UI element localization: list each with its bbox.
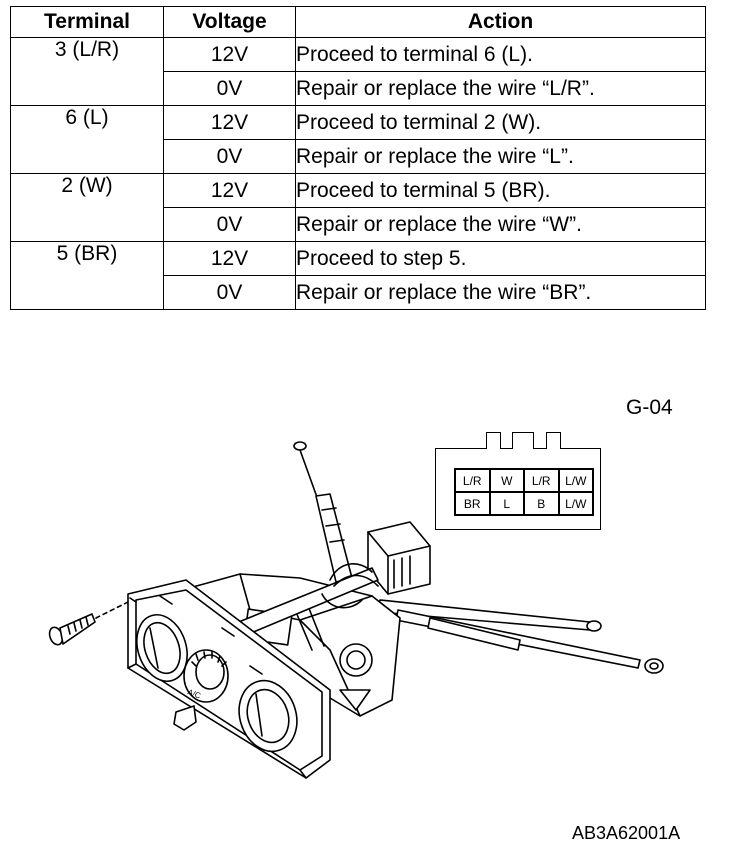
connector-pin: L/R bbox=[455, 469, 490, 492]
figure-code: G-04 bbox=[626, 396, 673, 419]
connector-pin-grid: L/R W L/R L/W BR L B L/W bbox=[454, 468, 594, 516]
diagnosis-table: Terminal Voltage Action 3 (L/R) 12V Proc… bbox=[10, 6, 706, 310]
action-cell: Repair or replace the wire “L”. bbox=[295, 139, 706, 174]
connector-pin: B bbox=[524, 492, 559, 515]
voltage-cell: 0V bbox=[163, 275, 296, 310]
table-row: 2 (W) 12V Proceed to terminal 5 (BR). bbox=[10, 173, 706, 242]
table-row: 5 (BR) 12V Proceed to step 5. bbox=[10, 241, 706, 310]
voltage-cell: 12V bbox=[163, 105, 296, 140]
header-terminal: Terminal bbox=[10, 6, 164, 38]
terminal-cell: 6 (L) bbox=[10, 105, 164, 174]
connector-tab bbox=[546, 432, 561, 449]
action-cell: Repair or replace the wire “BR”. bbox=[295, 275, 706, 310]
table-row: 0V Repair or replace the wire “L”. bbox=[11, 139, 706, 174]
fan-dial-icon bbox=[136, 614, 188, 682]
terminal-cell: 5 (BR) bbox=[10, 241, 164, 310]
action-cell: Proceed to step 5. bbox=[295, 241, 706, 276]
figure-id: AB3A62001A bbox=[572, 823, 681, 843]
connector-pin: L/R bbox=[524, 469, 559, 492]
action-cell: Proceed to terminal 2 (W). bbox=[295, 105, 706, 140]
control-cable-top bbox=[293, 441, 353, 583]
terminal-cell: 3 (L/R) bbox=[10, 37, 164, 106]
harness-connector bbox=[367, 521, 431, 595]
action-cell: Proceed to terminal 6 (L). bbox=[295, 37, 706, 72]
connector-pin: W bbox=[489, 469, 524, 492]
ac-label: A/C bbox=[186, 687, 202, 700]
voltage-cell: 0V bbox=[163, 139, 296, 174]
table-row: 3 (L/R) 12V Proceed to terminal 6 (L). bbox=[10, 37, 706, 106]
terminal-cell: 2 (W) bbox=[10, 173, 164, 242]
table-row: 0V Repair or replace the wire “L/R”. bbox=[11, 71, 706, 106]
connector-pin: L bbox=[489, 492, 524, 515]
control-cable-right bbox=[377, 599, 664, 674]
connector-diagram: L/R W L/R L/W BR L B L/W bbox=[435, 432, 601, 530]
temperature-knob-icon bbox=[183, 649, 229, 703]
header-voltage: Voltage bbox=[163, 6, 296, 38]
screw-icon bbox=[48, 599, 133, 646]
voltage-cell: 0V bbox=[163, 71, 296, 106]
voltage-cell: 12V bbox=[163, 173, 296, 208]
control-unit-housing bbox=[181, 563, 401, 717]
voltage-cell: 0V bbox=[163, 207, 296, 242]
connector-tab bbox=[512, 432, 534, 449]
connector-tab bbox=[486, 432, 501, 449]
connector-pin: L/W bbox=[558, 492, 593, 515]
connector-pin: BR bbox=[455, 492, 490, 515]
mode-dial-icon bbox=[238, 679, 298, 753]
table-row: 0V Repair or replace the wire “BR”. bbox=[11, 275, 706, 310]
connector-pin: L/W bbox=[558, 469, 593, 492]
voltage-cell: 12V bbox=[163, 241, 296, 276]
lever-icon bbox=[173, 705, 197, 731]
action-cell: Repair or replace the wire “L/R”. bbox=[295, 71, 706, 106]
action-cell: Proceed to terminal 5 (BR). bbox=[295, 173, 706, 208]
table-row: 6 (L) 12V Proceed to terminal 2 (W). bbox=[10, 105, 706, 174]
